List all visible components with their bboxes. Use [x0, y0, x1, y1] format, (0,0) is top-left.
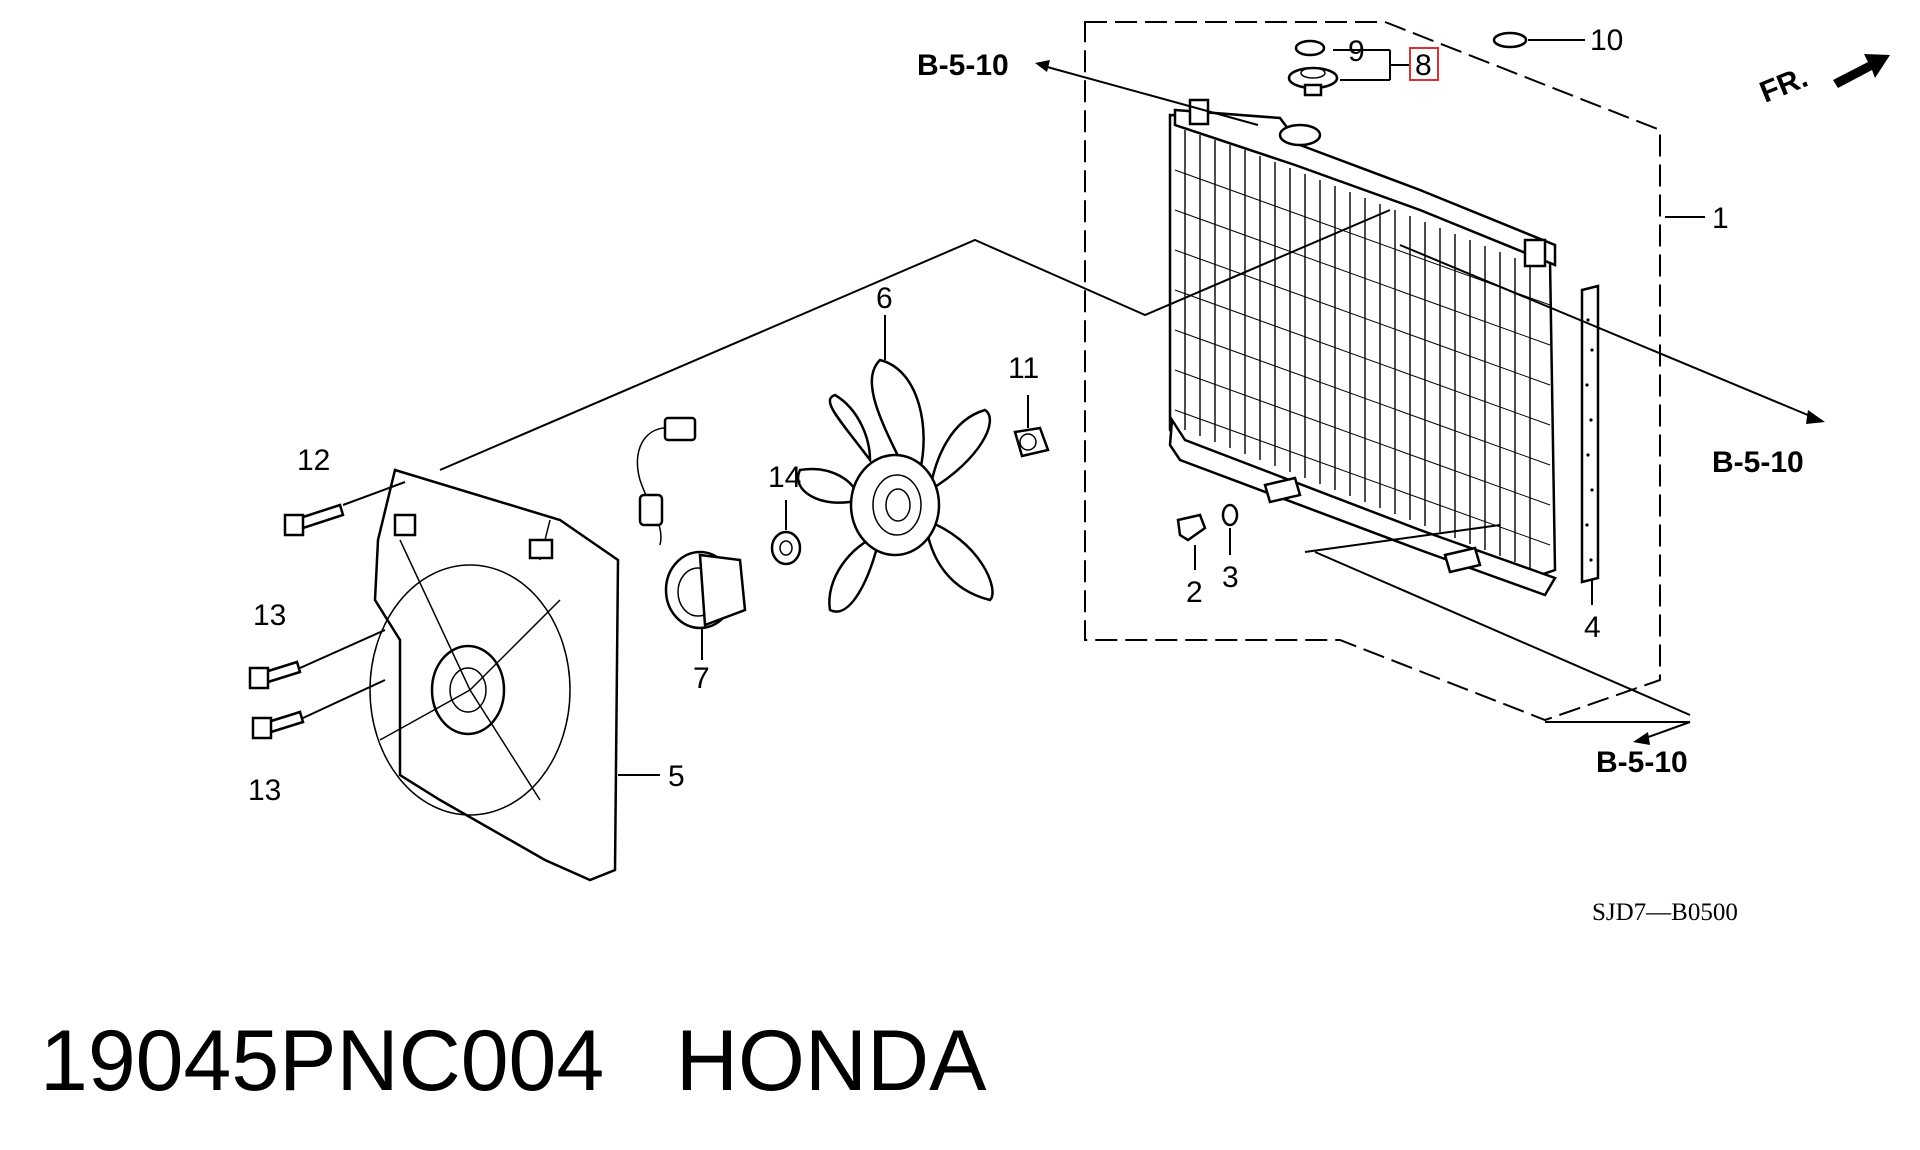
gasket-part-9 [1294, 39, 1326, 57]
callout-6: 6 [876, 282, 893, 315]
fan-blade-part-6 [796, 358, 994, 613]
bolt-part-12 [283, 503, 345, 537]
callout-3: 3 [1222, 561, 1239, 594]
callout-13-upper: 13 [253, 599, 286, 632]
callout-2: 2 [1186, 576, 1203, 609]
drain-plug-part-2 [1176, 513, 1207, 542]
front-direction-arrow: FR. [1755, 54, 1890, 109]
washer-part-3 [1221, 503, 1239, 527]
radiator-assembly-frame [1084, 21, 1661, 722]
arrowheads [1035, 60, 1825, 745]
leader-lines [299, 39, 1816, 776]
callout-4: 4 [1584, 611, 1601, 644]
highlighted-callout-box [1409, 47, 1439, 81]
ref-label-top-left[interactable]: B-5-10 [917, 49, 1009, 82]
bolt-part-13a [248, 660, 302, 690]
callout-1: 1 [1712, 202, 1729, 235]
callout-12: 12 [297, 444, 330, 477]
callout-13-lower: 13 [248, 774, 281, 807]
ref-label-bottom-right[interactable]: B-5-10 [1596, 746, 1688, 779]
radiator-cap-part-8 [1287, 66, 1339, 97]
seal-strip-part-4 [1580, 284, 1600, 584]
callout-10: 10 [1590, 24, 1623, 57]
collar-part-14 [770, 530, 802, 566]
callout-5: 5 [668, 760, 685, 793]
diagram-code: SJD7—B0500 [1592, 899, 1738, 926]
front-marker-label: FR. [1755, 61, 1812, 110]
ref-label-right-mid[interactable]: B-5-10 [1712, 446, 1804, 479]
callout-9: 9 [1348, 35, 1365, 68]
radiator-core [1168, 98, 1557, 597]
fan-motor-part-7 [636, 416, 747, 630]
callout-8: 8 [1415, 49, 1432, 82]
callout-11: 11 [1008, 352, 1039, 385]
grommet-part-11 [1013, 426, 1050, 458]
callout-14: 14 [768, 461, 801, 494]
callout-7: 7 [693, 662, 710, 695]
fan-shroud-part-5 [369, 468, 620, 882]
bolt-part-13b [251, 710, 305, 740]
cap-part-10 [1492, 31, 1528, 49]
part-number-title: 19045PNC004 HONDA [40, 1013, 987, 1109]
